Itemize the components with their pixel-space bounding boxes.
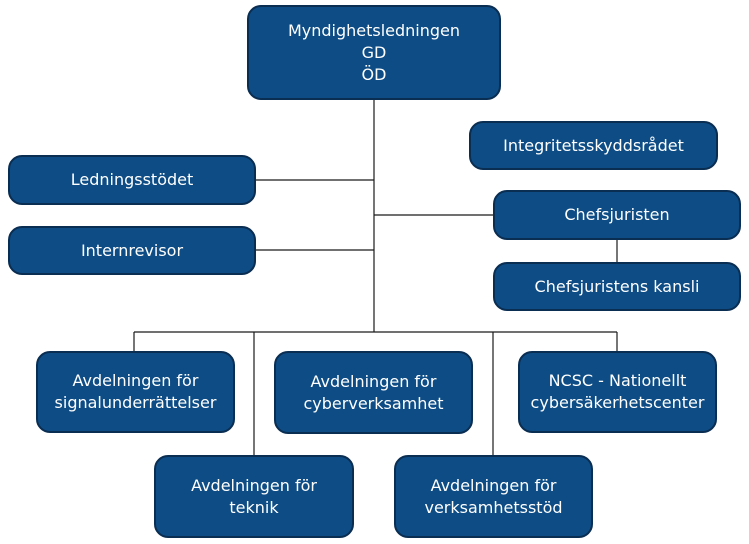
unit-name-line: Ledningsstödet [70,170,194,189]
unit-name-line: Integritetsskyddsrådet [503,135,684,155]
unit-name-line: Chefsjuristen [564,205,670,224]
unit-ncsc: NCSC - Nationellt cybersäkerhetscenter [518,351,717,433]
unit-avdelningen-signalunderrattelser: Avdelningen för signalunderrättelser [36,351,235,433]
unit-myndighetsledningen: Myndighetsledningen GD ÖD [247,5,501,100]
unit-name-line: Avdelningen för [72,371,199,390]
unit-chefsjuristens-kansli: Chefsjuristens kansli [493,262,741,311]
unit-chefsjuristen: Chefsjuristen [493,190,741,240]
unit-name-line: Avdelningen för [430,475,557,495]
unit-internrevisor: Internrevisor [8,226,256,275]
unit-name-line: teknik [229,497,279,517]
unit-ledningsstodet: Ledningsstödet [8,155,256,205]
unit-name-line: cyberverksamhet [303,393,444,413]
unit-name-line: Chefsjuristens kansli [534,276,700,296]
unit-avdelningen-teknik: Avdelningen för teknik [154,455,354,538]
unit-name-line: Myndighetsledningen [287,20,461,40]
unit-avdelningen-cyberverksamhet: Avdelningen för cyberverksamhet [274,351,473,434]
unit-name-line: NCSC - Nationellt [548,371,687,390]
unit-name-line: cybersäkerhetscenter [530,393,705,412]
unit-name-line: Avdelningen för [310,371,437,391]
unit-name-line: Avdelningen för [191,475,317,495]
unit-name-line: Internrevisor [80,240,184,260]
unit-integritetsskyddsradet: Integritetsskyddsrådet [469,121,718,170]
unit-name-line: verksamhetsstöd [424,497,563,517]
unit-role-gd: GD [361,42,387,62]
unit-role-od: ÖD [361,64,387,84]
unit-avdelningen-verksamhetsstod: Avdelningen för verksamhetsstöd [394,455,593,538]
unit-name-line: signalunderrättelser [54,393,217,412]
